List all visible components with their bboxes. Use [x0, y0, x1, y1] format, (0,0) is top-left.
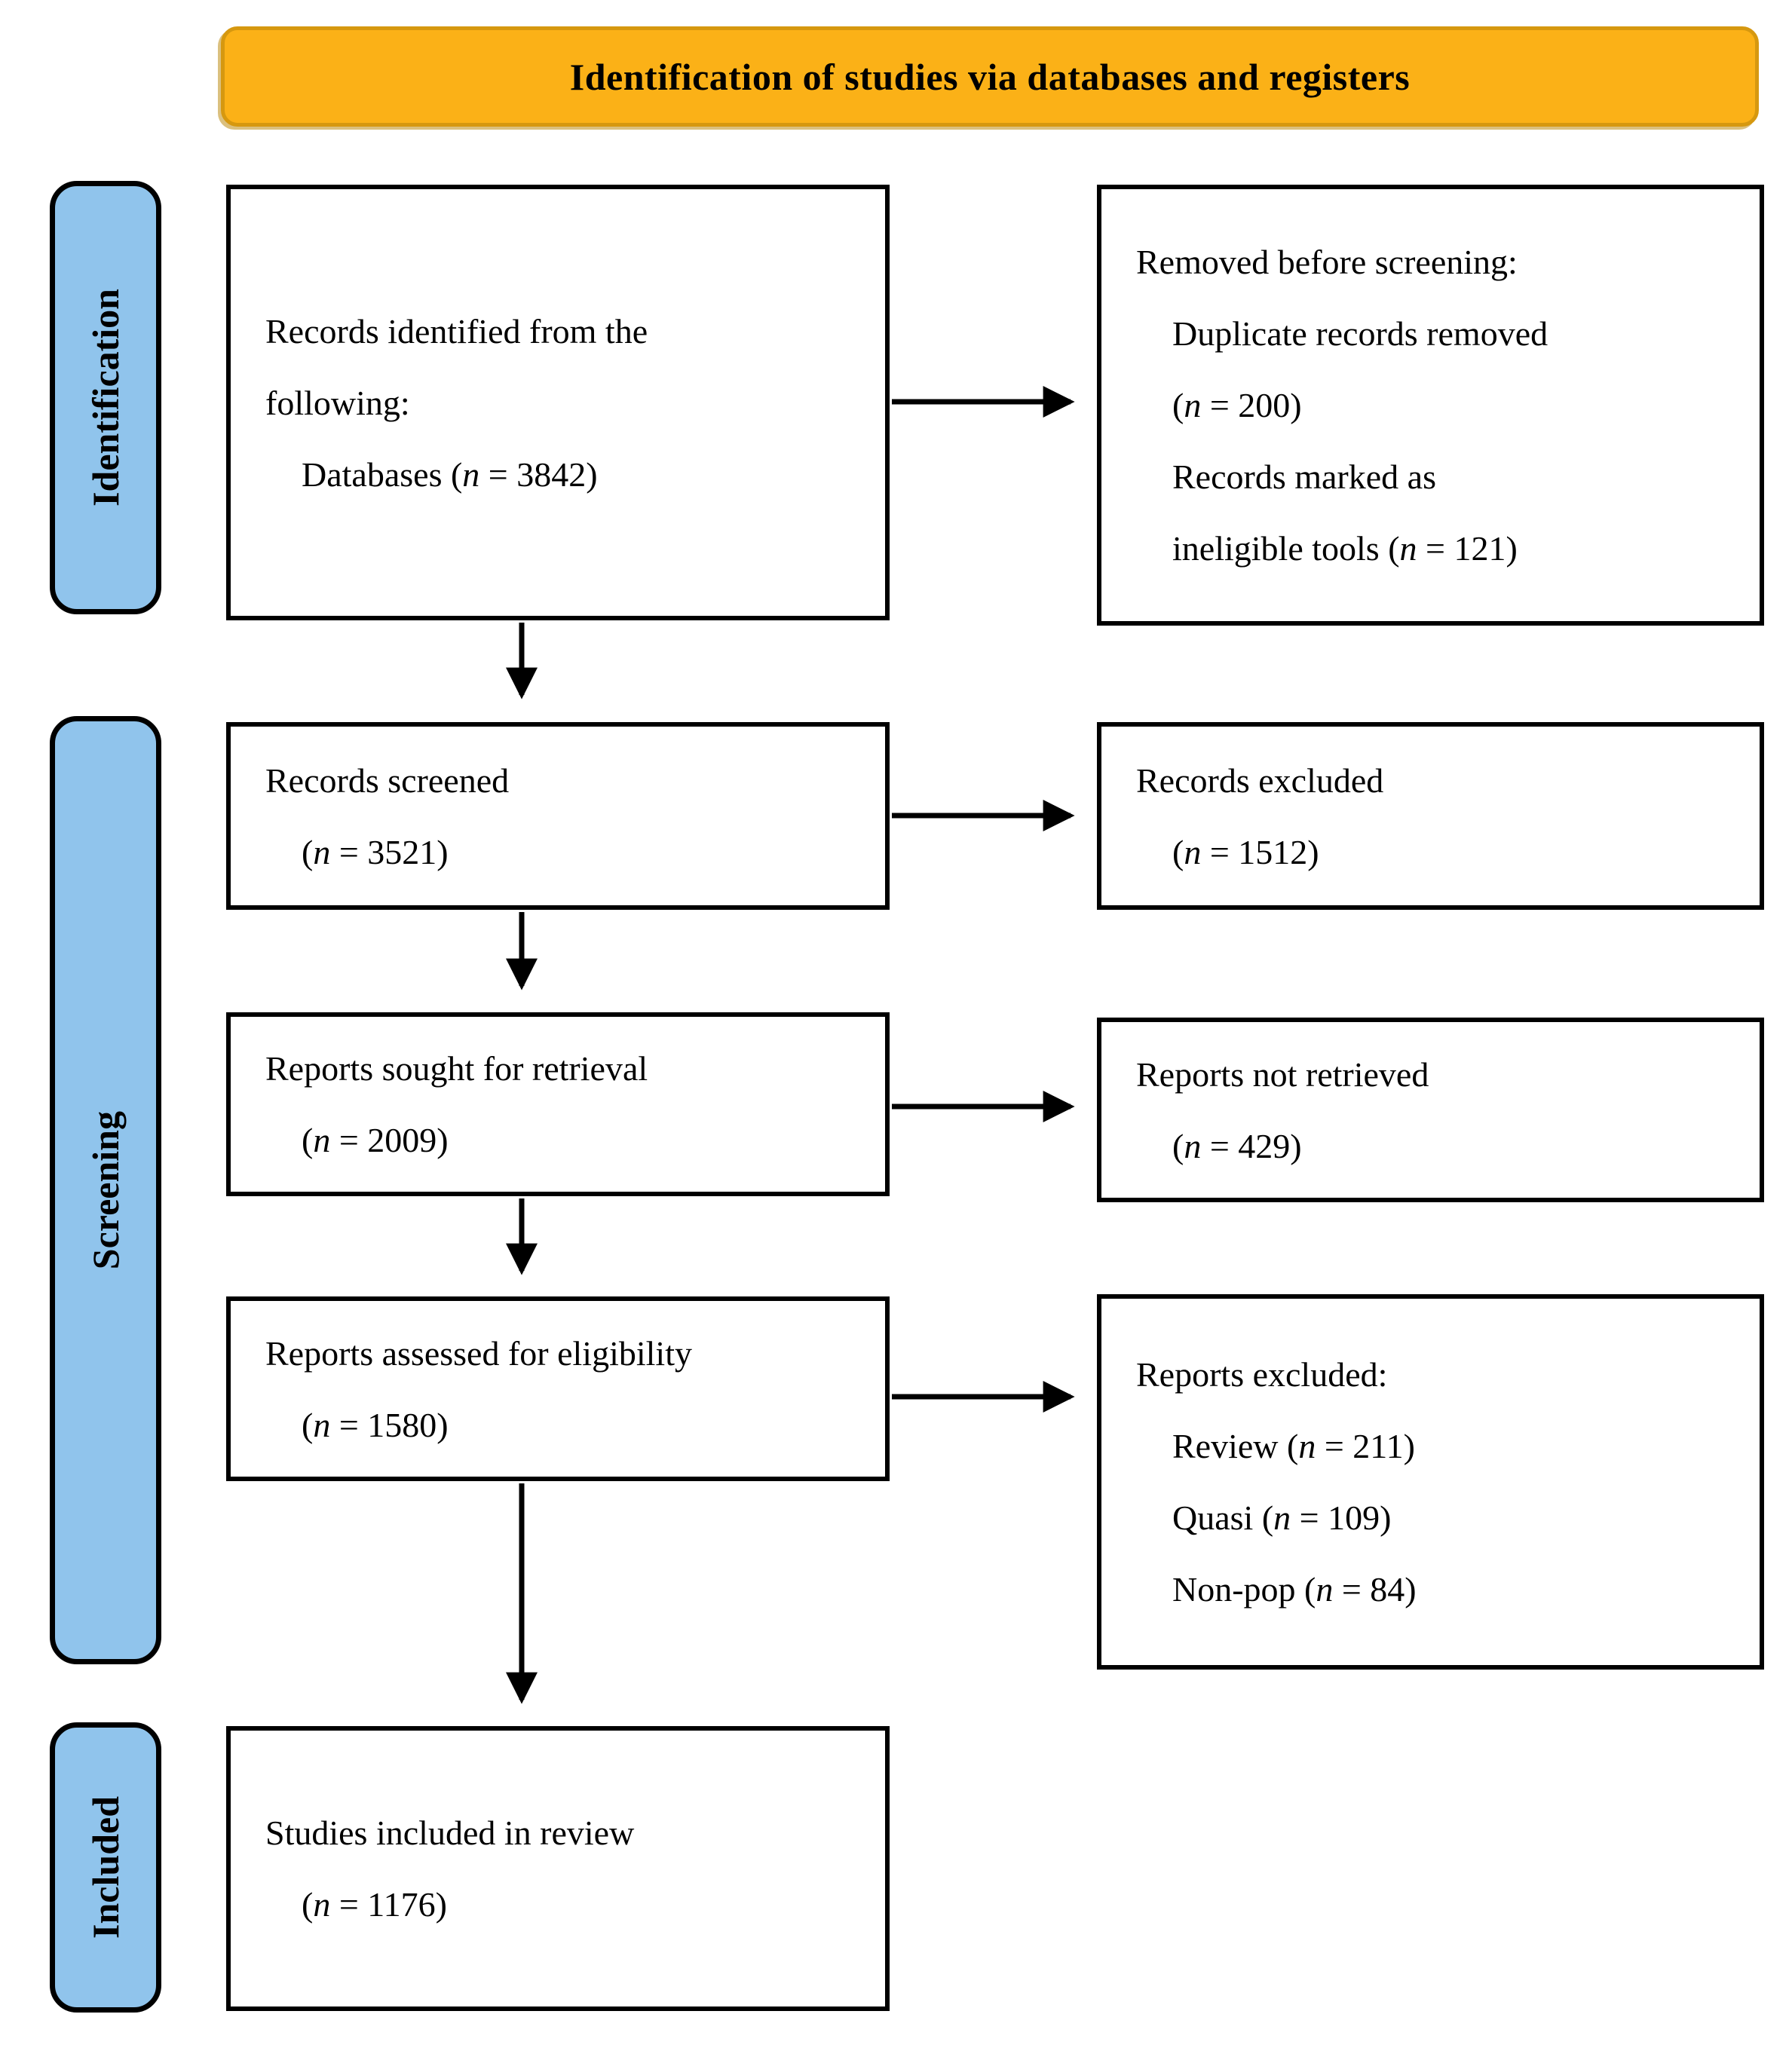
- box-records-excluded: Records excluded (n = 1512): [1097, 722, 1764, 910]
- box-line: Databases (n = 3842): [302, 455, 598, 494]
- box-line: (n = 1176): [302, 1885, 447, 1924]
- box-line: (n = 2009): [302, 1121, 449, 1159]
- box-line: Records excluded: [1136, 761, 1384, 800]
- box-reports-sought: Reports sought for retrieval (n = 2009): [226, 1012, 890, 1196]
- box-line: Reports sought for retrieval: [265, 1049, 648, 1088]
- box-line: ineligible tools (n = 121): [1172, 529, 1518, 568]
- box-records-identified: Records identified from the following: Dat…: [226, 185, 890, 620]
- box-studies-included: Studies included in review (n = 1176): [226, 1726, 890, 2011]
- box-line: Reports not retrieved: [1136, 1055, 1429, 1094]
- box-line: Studies included in review: [265, 1814, 635, 1852]
- box-line: Records marked as: [1172, 458, 1436, 496]
- box-line: Reports excluded:: [1136, 1355, 1388, 1394]
- box-line: (n = 1580): [302, 1405, 449, 1444]
- stage-screening: Screening: [50, 716, 161, 1664]
- box-reports-assessed: Reports assessed for eligibility (n = 158…: [226, 1296, 890, 1481]
- box-line: (n = 200): [1172, 386, 1302, 424]
- box-line: Non-pop (n = 84): [1172, 1570, 1417, 1609]
- box-line: Review (n = 211): [1172, 1427, 1415, 1465]
- box-records-screened: Records screened (n = 3521): [226, 722, 890, 910]
- box-line: Duplicate records removed: [1172, 314, 1548, 353]
- diagram-title: Identification of studies via databases …: [569, 55, 1411, 98]
- stage-identification: Identification: [50, 181, 161, 614]
- stage-identification-label: Identification: [84, 289, 127, 507]
- box-line: (n = 1512): [1172, 832, 1319, 871]
- box-removed-before-screening: Removed before screening: Duplicate recor…: [1097, 185, 1764, 626]
- box-line: Records identified from the: [265, 311, 648, 350]
- box-line: (n = 429): [1172, 1126, 1302, 1165]
- box-line: Records screened: [265, 761, 510, 800]
- stage-screening-label: Screening: [84, 1110, 127, 1270]
- box-line: (n = 3521): [302, 832, 449, 871]
- box-line: Quasi (n = 109): [1172, 1498, 1392, 1537]
- box-reports-excluded: Reports excluded: Review (n = 211) Quasi (…: [1097, 1294, 1764, 1670]
- box-line: following:: [265, 383, 410, 422]
- box-line: Removed before screening:: [1136, 243, 1518, 281]
- title-banner: Identification of studies via databases …: [221, 26, 1759, 127]
- box-reports-not-retrieved: Reports not retrieved (n = 429): [1097, 1018, 1764, 1202]
- box-line: Reports assessed for eligibility: [265, 1333, 692, 1373]
- stage-included: Included: [50, 1722, 161, 2013]
- stage-included-label: Included: [84, 1796, 127, 1939]
